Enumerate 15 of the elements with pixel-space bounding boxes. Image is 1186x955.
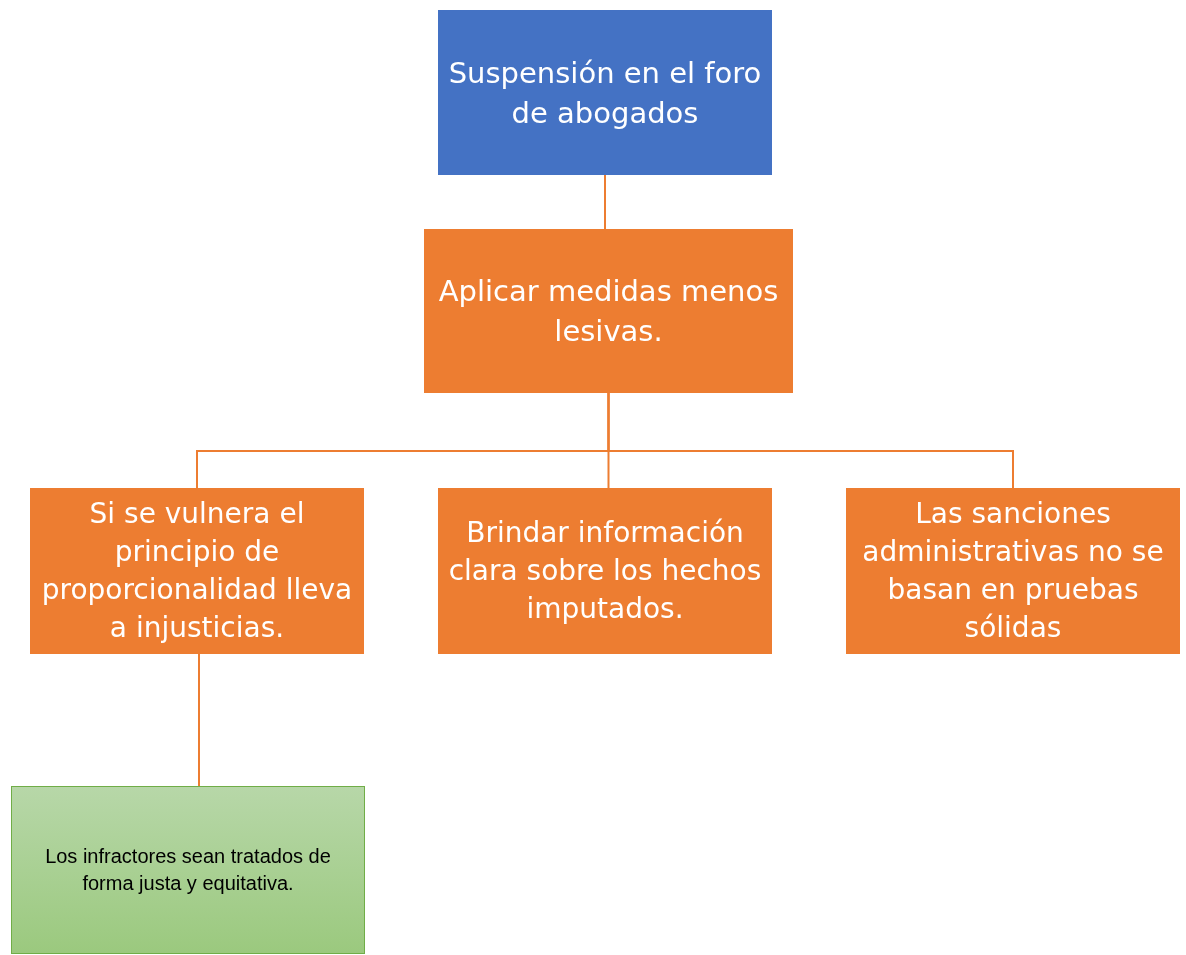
connector-line xyxy=(198,653,200,787)
process-box xyxy=(846,488,1180,654)
result-box xyxy=(11,786,365,954)
box-text: Las sanciones administrativas no se basan en pruebas sólidas xyxy=(861,496,1165,646)
box-text: Los infractores sean tratados de forma justa y equitativa. xyxy=(44,844,332,896)
connector-line xyxy=(607,392,1014,489)
box-text: Suspensión en el foro de abogados xyxy=(447,54,763,132)
process-box xyxy=(438,488,772,654)
box-text: Si se vulnera el principio de proporcionalidad lleva a injusticias. xyxy=(40,496,354,646)
process-box xyxy=(424,229,793,393)
connector-line xyxy=(604,174,606,230)
box-text: Brindar información clara sobre los hechos imputados. xyxy=(447,515,763,627)
process-box xyxy=(30,488,364,654)
title-box xyxy=(438,10,772,175)
box-text: Aplicar medidas menos lesivas. xyxy=(437,273,780,350)
